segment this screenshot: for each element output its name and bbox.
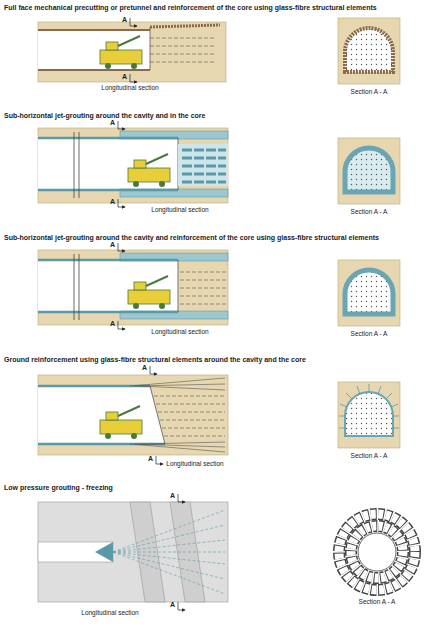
section-marker: A (110, 198, 115, 206)
panel-title: Sub-horizontal jet-grouting around the c… (4, 234, 442, 242)
panel-title: Full face mechanical precutting or pretu… (4, 4, 442, 12)
view-label: Longitudinal section (80, 609, 139, 616)
section-marker: A (170, 492, 175, 500)
view-label: Longitudinal section (150, 206, 209, 213)
panel-title: Sub-horizontal jet-grouting around the c… (4, 112, 442, 120)
view-label: Section A - A (350, 208, 389, 215)
section-marker: A (170, 601, 175, 609)
view-label: Longitudinal section (150, 328, 209, 335)
view-label: Section A - A (350, 88, 389, 95)
panel-title: Ground reinforcement using glass-fibre s… (4, 356, 442, 364)
section-marker: A (110, 119, 115, 127)
view-label: Section A - A (350, 330, 389, 337)
section-marker: A (122, 16, 127, 24)
view-label: Section A - A (350, 452, 389, 459)
section-marker: A (122, 73, 127, 81)
view-label: Section A - A (358, 598, 397, 605)
section-marker: A (142, 364, 147, 372)
section-marker: A (110, 241, 115, 249)
section-marker: A (110, 320, 115, 328)
view-label: Longitudinal section (100, 84, 159, 91)
panel-title: Low pressure grouting - freezing (4, 484, 442, 492)
view-label: Longitudinal section (165, 460, 224, 467)
section-marker: A (148, 455, 153, 463)
